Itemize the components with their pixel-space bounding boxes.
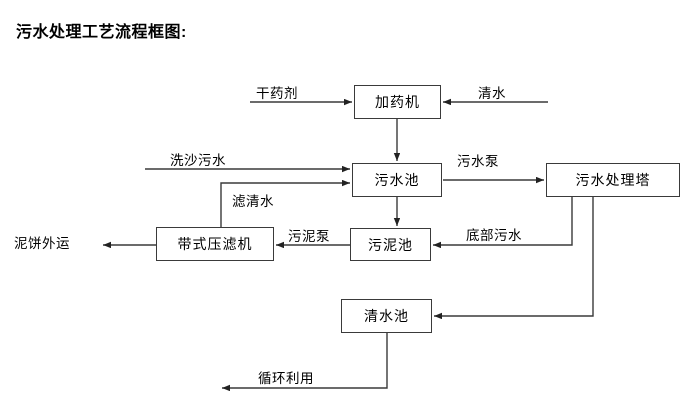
edge-label-sludge-pump: 污泥泵 [288,229,330,244]
edge-label-clean-water: 清水 [478,86,506,101]
edge-label-filtered-water: 滤清水 [232,194,274,209]
edge-filtered-water-to-wastewater-pool [220,179,350,227]
node-wastewater-pool[interactable]: 污水池 [352,163,442,197]
edge-label-dry-chemical: 干药剂 [256,86,298,101]
edge-label-sand-wash-water: 洗沙污水 [170,153,226,168]
node-dosing-machine[interactable]: 加药机 [354,85,441,119]
node-label: 带式压滤机 [177,236,253,252]
node-sludge-pool[interactable]: 污泥池 [350,228,431,261]
node-belt-filter-press[interactable]: 带式压滤机 [156,227,274,261]
node-clear-water-pool[interactable]: 清水池 [341,299,432,333]
edge-label-bottom-sewage: 底部污水 [466,228,522,243]
terminal-label-mud-cake-export: 泥饼外运 [14,236,70,251]
node-label: 污水处理塔 [575,172,651,188]
node-treatment-tower[interactable]: 污水处理塔 [546,163,680,197]
edge-label-wastewater-pump: 污水泵 [457,154,499,169]
node-label: 污泥池 [368,236,413,253]
page-title: 污水处理工艺流程框图: [16,24,187,41]
node-label: 污水池 [374,172,420,188]
edge-label-recycle-reuse: 循环利用 [258,371,314,386]
edge-tower-bottom-sewage-to-sludge-pool [433,197,573,249]
edge-clear-water-pool-to-recycle [222,333,388,392]
node-label: 加药机 [375,94,420,110]
node-label: 清水池 [364,308,409,324]
edge-tower-to-clear-water-pool [434,197,594,320]
